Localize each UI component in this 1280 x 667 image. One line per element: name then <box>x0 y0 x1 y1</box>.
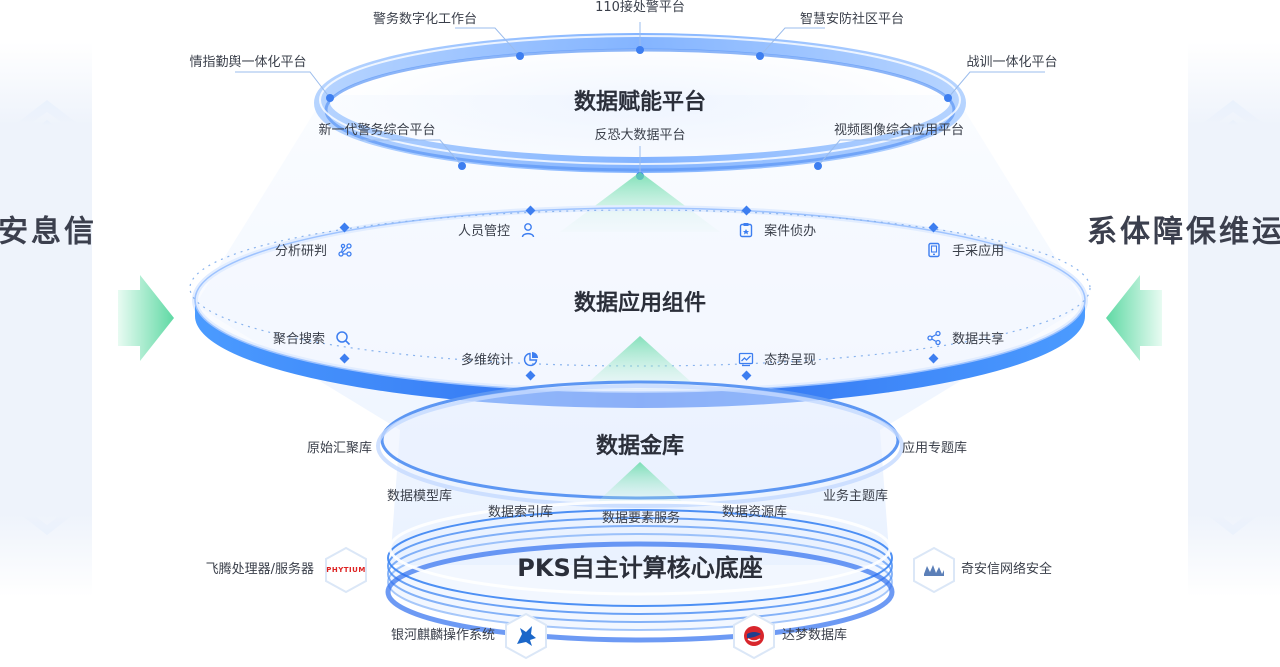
partner-label: 奇安信网络安全 <box>961 562 1053 577</box>
platform-label: 反恐大数据平台 <box>594 128 686 143</box>
platform-label: 战训一体化平台 <box>966 55 1058 70</box>
platform-label: 110接处警平台 <box>595 0 685 15</box>
case-icon <box>739 223 753 238</box>
component-analysis: 分析研判 <box>275 242 353 260</box>
person-icon <box>521 223 535 238</box>
partner-label: 银河麒麟操作系统 <box>390 628 495 643</box>
platform-label: 警务数字化工作台 <box>372 12 478 27</box>
components-title: 数据应用组件 <box>573 291 707 316</box>
component-person-control: 人员管控 <box>458 222 536 240</box>
search-icon <box>336 331 351 346</box>
tablet-icon <box>928 242 940 258</box>
right-side-panel <box>1188 42 1280 597</box>
base-title: PKS自主计算核心底座 <box>517 554 763 582</box>
kylin-logo-icon <box>502 612 550 660</box>
network-icon <box>338 243 352 257</box>
component-aggregate-search: 聚合搜索 <box>273 330 351 348</box>
right-side-title: 运维保障体系 <box>1081 215 1280 247</box>
component-label: 态势呈现 <box>764 353 817 368</box>
datastore-label: 数据索引库 <box>488 505 554 520</box>
component-label: 人员管控 <box>458 224 511 239</box>
pie-chart-icon <box>524 352 539 367</box>
left-side-panel <box>0 42 92 597</box>
partner-label: 飞腾处理器/服务器 <box>205 562 314 577</box>
datastore-label: 原始汇聚库 <box>307 441 373 456</box>
component-mobile-collection: 手采应用 <box>926 242 1004 260</box>
trend-chart-icon <box>738 352 754 367</box>
component-situation: 态势呈现 <box>738 351 816 369</box>
component-case-handling: 案件侦办 <box>738 222 816 240</box>
partner-label: 达梦数据库 <box>782 628 848 643</box>
platform-label: 智慧安防社区平台 <box>799 12 905 27</box>
datastore-label: 业务主题库 <box>823 489 889 504</box>
component-label: 数据共享 <box>952 332 1005 347</box>
platform-label: 视频图像综合应用平台 <box>833 123 965 138</box>
left-side-title: 信息安全体系 <box>0 215 93 247</box>
component-label: 案件侦办 <box>764 224 817 239</box>
component-label: 分析研判 <box>275 244 328 259</box>
qianxin-logo-icon <box>910 546 958 594</box>
datastore-label: 数据模型库 <box>387 489 453 504</box>
datastore-label: 应用专题库 <box>902 441 968 456</box>
component-label: 聚合搜索 <box>273 332 326 347</box>
component-multi-stats: 多维统计 <box>461 351 539 369</box>
share-icon <box>927 330 941 346</box>
platform-label: 新一代警务综合平台 <box>318 123 436 138</box>
phytium-logo: PHYTIUM <box>322 546 370 594</box>
datastore-label: 数据要素服务 <box>601 511 681 526</box>
component-data-sharing: 数据共享 <box>926 330 1004 348</box>
datastore-title: 数据金库 <box>595 434 685 459</box>
component-label: 手采应用 <box>952 244 1005 259</box>
datastore-label: 数据资源库 <box>722 505 788 520</box>
component-label: 多维统计 <box>461 353 514 368</box>
platform-label: 情指勤舆一体化平台 <box>189 55 307 70</box>
dameng-logo-icon <box>730 612 778 660</box>
platform-title: 数据赋能平台 <box>573 90 707 115</box>
